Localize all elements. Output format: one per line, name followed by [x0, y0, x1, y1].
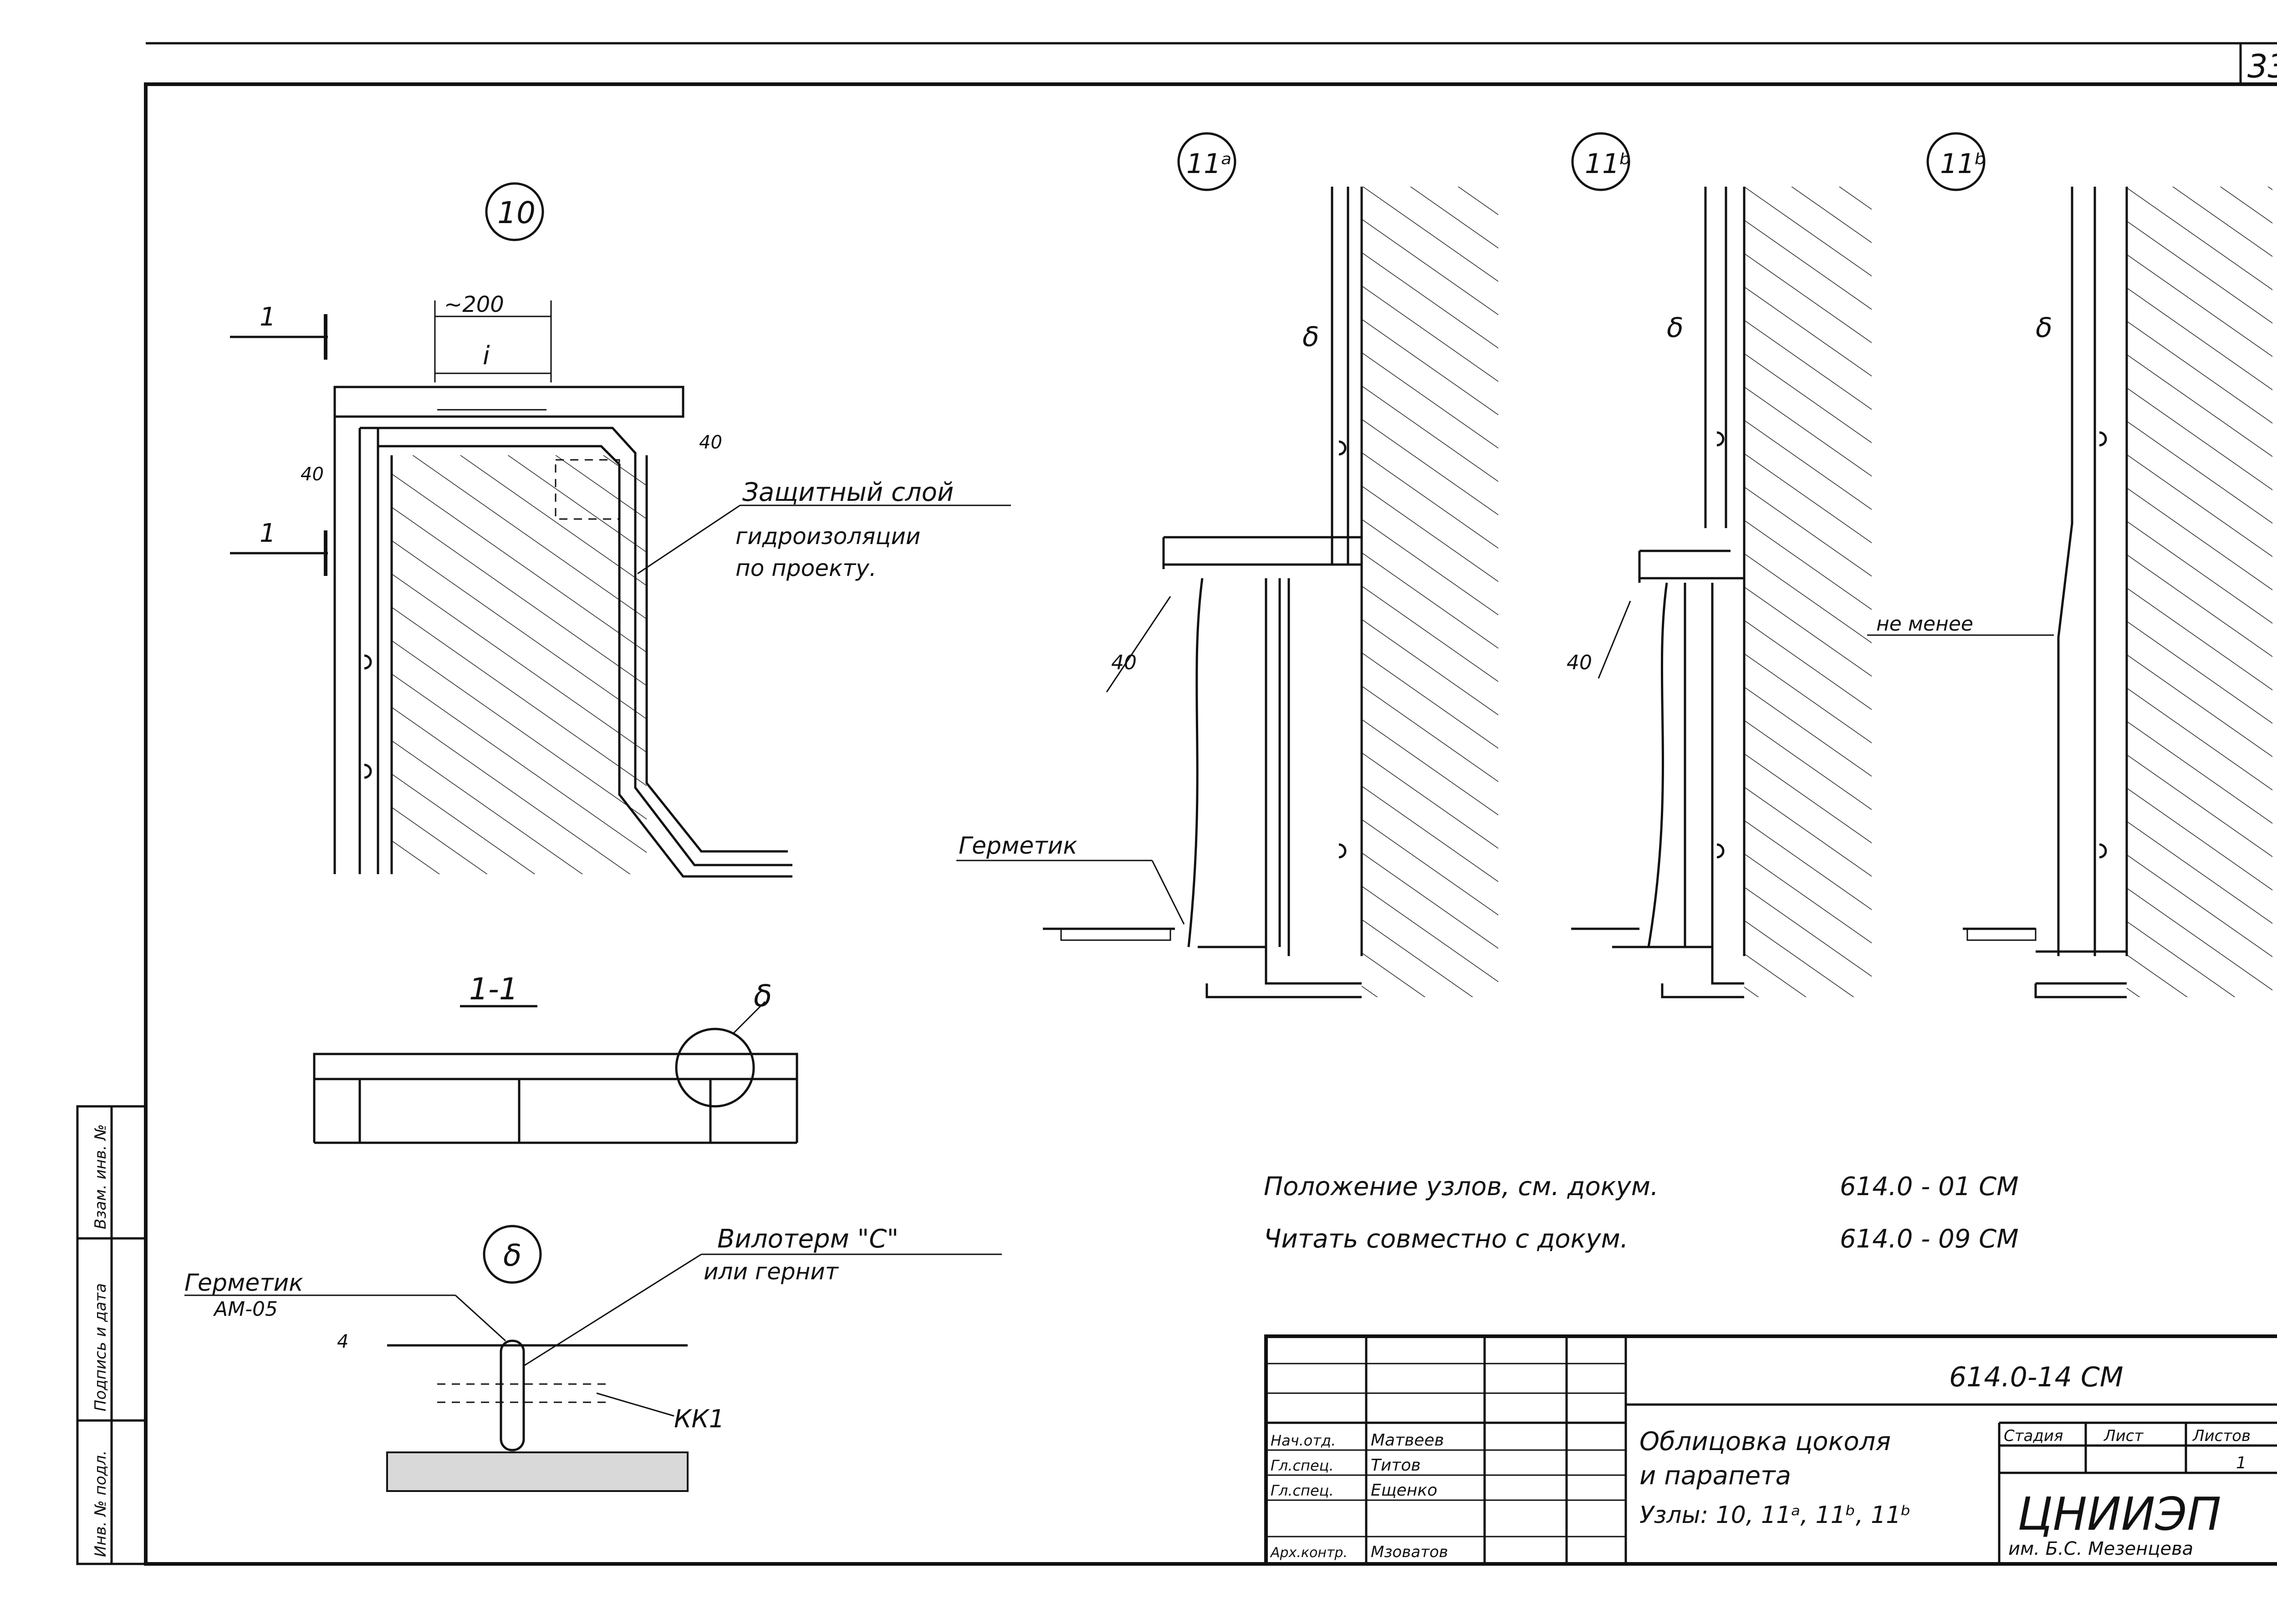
waterproofing-label-2: по проекту.	[735, 555, 877, 581]
section-mark-top: 1	[260, 302, 276, 332]
staff-name-1: Матвеев	[1371, 1431, 1444, 1450]
dim-40-right: 40	[699, 432, 722, 453]
sheet-frame	[144, 42, 2277, 1566]
vilatherm-label: Вилотерм "С"	[717, 1224, 899, 1254]
kk1-label: КК1	[674, 1405, 725, 1433]
staff-name-2: Титов	[1371, 1456, 1421, 1475]
not-less-label: не менее	[1876, 612, 1973, 636]
delta-11b: δ	[1667, 312, 1684, 344]
staff-role-2: Гл.спец.	[1271, 1457, 1334, 1474]
detail-11b	[1571, 132, 1872, 998]
detail-11c	[1867, 132, 2272, 998]
sealant-label-delta: Герметик	[184, 1269, 303, 1297]
nodes-line: Узлы: 10, 11ᵃ, 11ᵇ, 11ᵇ	[1639, 1502, 1911, 1529]
waterproofing-label-1: гидроизоляции	[735, 523, 920, 550]
note-1-text: Положение узлов, см. докум.	[1264, 1172, 1659, 1201]
dim-40-left: 40	[301, 464, 324, 485]
detail-10-label: 10	[497, 195, 536, 230]
side-stamp-inv: Инв. № подл.	[92, 1450, 110, 1557]
section-1-1	[313, 1001, 798, 1144]
section-1-1-title: 1-1	[469, 972, 518, 1007]
hernit-label: или гернит	[704, 1258, 839, 1285]
section-mark-bottom: 1	[260, 519, 276, 548]
designation: 614.0-14 CM	[1949, 1361, 2124, 1393]
staff-role-4: Арх.контр.	[1270, 1545, 1348, 1561]
staff-name-3: Ещенко	[1371, 1481, 1437, 1500]
staff-name-4: Мзоватов	[1371, 1543, 1448, 1561]
dim-4-label: 4	[337, 1331, 348, 1352]
org-sub: им. Б.С. Мезенцева	[2008, 1538, 2193, 1559]
dim-200: ~200	[444, 292, 504, 317]
section-detail-mark: δ	[754, 978, 772, 1013]
protective-layer-label: Защитный слой	[742, 478, 954, 507]
title-line-1: Облицовка цоколя	[1639, 1427, 1891, 1456]
detail-11a	[956, 132, 1498, 998]
title-line-2: и парапета	[1639, 1461, 1791, 1491]
side-stamp-sign: Подпись и дата	[92, 1283, 110, 1411]
sheets-value: 1	[2236, 1454, 2246, 1472]
dim-40-11a: 40	[1111, 651, 1137, 674]
side-stamp-replace: Взам. инв. №	[92, 1124, 110, 1229]
note-2-ref: 614.0 - 09 CM	[1840, 1224, 2019, 1254]
sheet-label: Лист	[2103, 1427, 2144, 1445]
note-1-ref: 614.0 - 01 CM	[1840, 1172, 2019, 1201]
title-block	[1264, 1334, 2277, 1566]
detail-delta	[184, 1225, 1002, 1492]
sealant-am05: АМ-05	[213, 1298, 278, 1321]
detail-10	[230, 182, 1011, 878]
dim-40-11b: 40	[1567, 651, 1592, 674]
org-name: ЦНИИЭП	[2017, 1487, 2221, 1541]
sheets-label: Листов	[2192, 1427, 2251, 1445]
staff-role-1: Нач.отд.	[1271, 1432, 1336, 1449]
dim-i: i	[483, 341, 490, 371]
detail-11a-label: 11ᵃ	[1186, 148, 1232, 180]
staff-role-3: Гл.спец.	[1271, 1482, 1334, 1499]
delta-11a: δ	[1302, 321, 1319, 353]
stage-label: Стадия	[2004, 1427, 2063, 1445]
detail-11c-label: 11ᵇ	[1940, 148, 1986, 180]
side-stamp	[76, 1105, 147, 1565]
detail-11b-label: 11ᵇ	[1585, 148, 1631, 180]
note-2-text: Читать совместно с докум.	[1264, 1224, 1629, 1254]
sheet-number: 33	[2247, 48, 2277, 85]
delta-11c: δ	[2036, 312, 2052, 344]
detail-delta-label: δ	[503, 1238, 521, 1273]
sealant-label-11a: Герметик	[959, 832, 1077, 860]
